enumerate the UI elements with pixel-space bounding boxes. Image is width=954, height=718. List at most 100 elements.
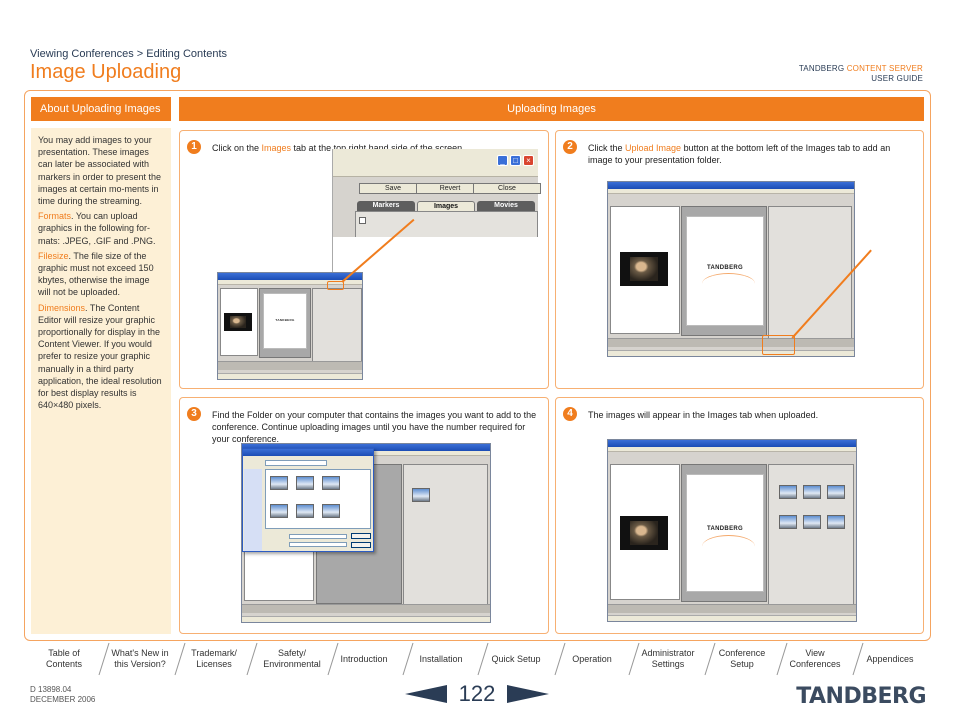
nav-administrator-settings[interactable]: Administrator Settings — [641, 648, 695, 669]
close-button[interactable]: Close — [473, 183, 541, 194]
video-preview — [620, 516, 668, 550]
filesize-paragraph: Filesize. The file size of the graphic m… — [38, 250, 163, 299]
doc-date: DECEMBER 2006 — [30, 695, 96, 704]
nav-separator — [477, 642, 489, 676]
dimensions-text: . The Content Editor will resize your gr… — [38, 302, 162, 411]
step-3-text: Find the Folder on your computer that co… — [212, 410, 537, 444]
bottom-nav: Table of Contents What's New in this Ver… — [24, 641, 931, 677]
uploaded-thumbnail[interactable] — [803, 515, 821, 529]
nav-whats-new[interactable]: What's New in this Version? — [111, 648, 169, 669]
step-1-text: Click on the Images tab at the top right… — [212, 142, 538, 154]
uploaded-thumbnail[interactable] — [803, 485, 821, 499]
player-controls — [608, 338, 854, 347]
step-2-text-pre: Click the — [588, 143, 626, 153]
player-controls — [242, 604, 490, 613]
video-preview — [620, 252, 668, 286]
tab-markers[interactable]: Markers — [357, 201, 415, 211]
tab-movies[interactable]: Movies — [477, 201, 535, 211]
nav-view-conferences[interactable]: View Conferences — [789, 648, 841, 669]
address-bar — [608, 189, 854, 194]
uploaded-thumbnail[interactable] — [779, 515, 797, 529]
nav-conference-setup[interactable]: Conference Setup — [718, 648, 766, 669]
nav-separator — [852, 642, 864, 676]
nav-installation[interactable]: Installation — [419, 653, 463, 664]
nav-introduction[interactable]: Introduction — [340, 653, 388, 664]
file-thumbnail — [270, 476, 288, 490]
about-intro: You may add images to your presentation.… — [38, 135, 162, 207]
left-heading: About Uploading Images — [31, 97, 171, 121]
nav-separator — [174, 642, 186, 676]
file-thumbnail — [322, 476, 340, 490]
slide-logo: TANDBERG — [707, 526, 743, 533]
minimize-icon: _ — [497, 155, 508, 166]
address-bar — [218, 280, 362, 285]
slide-swirl — [702, 535, 756, 558]
nav-separator — [246, 642, 258, 676]
step-1-text-post: tab at the top right hand side of the sc… — [291, 143, 465, 153]
previous-page-arrow-icon[interactable] — [405, 685, 447, 703]
player-controls — [218, 361, 362, 370]
file-type-select[interactable] — [289, 542, 347, 547]
tab-images[interactable]: Images — [417, 201, 475, 211]
file-thumbnail — [296, 504, 314, 518]
step-1-number: 1 — [187, 140, 201, 154]
brand-product: CONTENT SERVER — [846, 64, 923, 73]
uploaded-thumbnail[interactable] — [779, 485, 797, 499]
step-4-panel: 4 The images will appear in the Images t… — [555, 397, 924, 634]
formats-text: . You can upload graphics in the followi… — [38, 211, 156, 246]
torn-edge — [333, 237, 539, 277]
page-title: Image Uploading — [30, 61, 182, 83]
brand-label: TANDBERG CONTENT SERVER USER GUIDE — [799, 64, 923, 84]
uploaded-thumbnail[interactable] — [827, 485, 845, 499]
nav-quick-setup[interactable]: Quick Setup — [491, 653, 541, 664]
step-4-screenshot: TANDBERG — [607, 439, 857, 622]
cancel-button[interactable] — [351, 542, 371, 548]
file-list[interactable] — [265, 469, 371, 529]
window-titlebar — [608, 182, 854, 189]
choose-file-dialog — [242, 448, 374, 552]
nav-separator — [402, 642, 414, 676]
pager: 122 — [405, 681, 549, 711]
close-icon: × — [523, 155, 534, 166]
nav-separator — [776, 642, 788, 676]
nav-safety-environmental[interactable]: Safety/ Environmental — [263, 648, 321, 669]
filesize-label: Filesize — [38, 250, 69, 261]
step-1-keyword: Images — [261, 143, 292, 153]
zoom-tab-panel — [355, 211, 538, 241]
slide-logo: TANDBERG — [275, 317, 295, 322]
file-name-field[interactable] — [289, 534, 347, 539]
nav-operation[interactable]: Operation — [572, 653, 612, 664]
slide-preview: TANDBERG — [686, 216, 764, 326]
images-pane — [768, 464, 854, 610]
step-1-panel: 1 Click on the Images tab at the top rig… — [179, 130, 549, 389]
step-1-screenshot: TANDBERG — [217, 272, 363, 380]
brand-guide: USER GUIDE — [871, 74, 923, 83]
open-button[interactable] — [351, 533, 371, 539]
step-2-text-post: button at the bottom left of the Images … — [588, 143, 891, 165]
uploaded-thumbnail — [412, 488, 430, 502]
dimensions-paragraph: Dimensions. The Content Editor will resi… — [38, 302, 163, 412]
page-number: 122 — [458, 681, 496, 706]
step-3-screenshot — [241, 443, 491, 623]
look-in-select[interactable] — [265, 460, 327, 466]
slide-preview: TANDBERG — [263, 293, 307, 349]
step-2-panel: 2 Click the Upload Image button at the b… — [555, 130, 924, 389]
step-1-text-pre: Click on the — [212, 143, 262, 153]
next-page-arrow-icon[interactable] — [507, 685, 549, 703]
nav-trademark-licenses[interactable]: Trademark/ Licenses — [191, 648, 237, 669]
nav-appendices[interactable]: Appendices — [866, 653, 914, 664]
content-frame — [24, 90, 931, 641]
step-3-panel: 3 Find the Folder on your computer that … — [179, 397, 549, 634]
uploaded-thumbnail[interactable] — [827, 515, 845, 529]
brand-prefix: TANDBERG — [798, 64, 847, 73]
step-2-screenshot: TANDBERG — [607, 181, 855, 357]
status-bar — [242, 616, 490, 622]
images-pane — [403, 464, 488, 608]
right-heading: Uploading Images — [179, 97, 924, 121]
about-panel: You may add images to your presentation.… — [31, 128, 171, 634]
nav-separator — [98, 642, 110, 676]
images-pane — [312, 288, 362, 370]
nav-table-of-contents[interactable]: Table of Contents — [45, 648, 83, 669]
step-4-text: The images will appear in the Images tab… — [588, 410, 819, 420]
file-thumbnail — [270, 504, 288, 518]
